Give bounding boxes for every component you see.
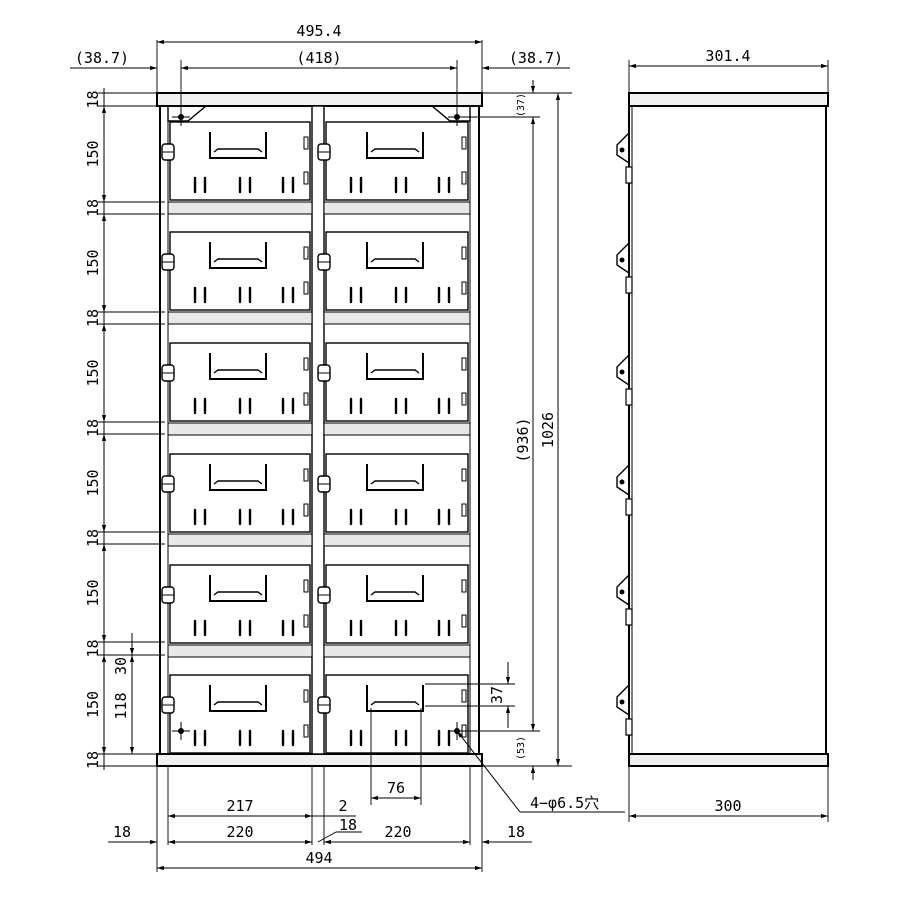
shelf-band xyxy=(167,201,313,215)
dim-overhang-left: (38.7) xyxy=(75,49,129,67)
hole-note: 4−φ6.5穴 xyxy=(530,794,599,812)
dim-30: 30 xyxy=(112,657,130,675)
front-view xyxy=(156,92,483,767)
shelf-band xyxy=(167,644,313,658)
door-handle xyxy=(366,685,424,712)
shelf-band xyxy=(323,201,471,215)
door-handle xyxy=(209,464,267,491)
dim-center-partition: 18 xyxy=(339,816,357,834)
locker-door xyxy=(317,231,469,311)
locker-door xyxy=(317,342,469,422)
door-handle xyxy=(209,353,267,380)
dim-handle-width: 76 xyxy=(387,779,405,797)
door-grid xyxy=(161,121,471,754)
dim-overall-height: 1026 xyxy=(539,412,557,448)
row-dimension-label: 150 xyxy=(84,691,102,718)
locker-door xyxy=(161,231,311,311)
dim-side-depth-top: 301.4 xyxy=(705,47,750,65)
row-dimension-label: 150 xyxy=(84,249,102,276)
shelf-band xyxy=(167,422,313,436)
door-handle xyxy=(366,464,424,491)
side-hinge-bracket xyxy=(616,354,633,406)
row-dimension-chain: 18 150 18 150 18 150 18 150 18 150 18 150 18 xyxy=(84,90,165,769)
shelf-band xyxy=(323,422,471,436)
dim-overall-width-top: 495.4 xyxy=(296,22,341,40)
side-top-plate xyxy=(628,92,829,107)
dim-gap-center: 2 xyxy=(338,797,347,815)
row-dimension-label: 150 xyxy=(84,140,102,167)
front-bottom-plate xyxy=(156,753,483,767)
shelf-band xyxy=(323,644,471,658)
door-handle xyxy=(209,685,267,712)
shelf-band xyxy=(323,533,471,547)
dim-side-right: 18 xyxy=(507,823,525,841)
side-hinge-bracket xyxy=(616,684,633,736)
door-handle xyxy=(366,575,424,602)
dim-door-inner-width: 217 xyxy=(226,797,253,815)
row-dimension-label: 18 xyxy=(84,199,102,217)
dim-bottom-offset: (53) xyxy=(516,736,527,760)
row-dimension-label: 150 xyxy=(84,359,102,386)
door-handle xyxy=(366,353,424,380)
dim-overhang-right: (38.7) xyxy=(509,49,563,67)
locker-door xyxy=(161,342,311,422)
side-hinge-bracket xyxy=(616,242,633,294)
door-handle xyxy=(366,132,424,159)
locker-door xyxy=(317,674,469,754)
dimensions: 495.4 (418) (38.7) (38.7) 18 150 18 150 18 15… xyxy=(70,22,829,872)
side-hinge-bracket xyxy=(616,574,633,626)
locker-door xyxy=(317,453,469,533)
dim-inner-width-top: (418) xyxy=(296,49,341,67)
dim-inner-height: (936) xyxy=(514,417,532,462)
shelf-band xyxy=(167,311,313,325)
row-dimension-label: 18 xyxy=(84,419,102,437)
dim-side-depth-bottom: 300 xyxy=(714,797,741,815)
locker-door xyxy=(161,453,311,533)
door-handle xyxy=(209,132,267,159)
row-dimension-label: 18 xyxy=(84,309,102,327)
dim-bay-right: 220 xyxy=(384,823,411,841)
dim-side-left: 18 xyxy=(113,823,131,841)
side-bottom-plate xyxy=(628,753,829,767)
dim-118: 118 xyxy=(112,692,130,719)
row-dimension-label: 18 xyxy=(84,90,102,108)
dim-overall-width-bottom: 494 xyxy=(305,849,332,867)
dim-bay-left: 220 xyxy=(226,823,253,841)
side-hinge-bracket xyxy=(616,132,633,184)
row-dimension-label: 18 xyxy=(84,529,102,547)
door-handle xyxy=(209,242,267,269)
dim-handle-drop: 37 xyxy=(488,686,506,704)
locker-door xyxy=(161,674,311,754)
row-dimension-label: 18 xyxy=(84,639,102,657)
locker-door xyxy=(161,121,311,201)
row-dimension-label: 150 xyxy=(84,579,102,606)
row-dimension-label: 150 xyxy=(84,469,102,496)
side-hinge-bracket xyxy=(616,464,633,516)
shelf-band xyxy=(167,533,313,547)
locker-door xyxy=(317,564,469,644)
row-dimension-label: 18 xyxy=(84,751,102,769)
shelf-band xyxy=(323,311,471,325)
dim-top-offset: (37) xyxy=(516,93,527,117)
side-hinges xyxy=(616,132,633,736)
center-partition xyxy=(311,105,325,755)
locker-door xyxy=(317,121,469,201)
door-handle xyxy=(366,242,424,269)
door-handle xyxy=(209,575,267,602)
front-top-plate xyxy=(156,92,483,107)
locker-door xyxy=(161,564,311,644)
side-view xyxy=(616,92,829,767)
mounting-holes xyxy=(172,108,466,740)
